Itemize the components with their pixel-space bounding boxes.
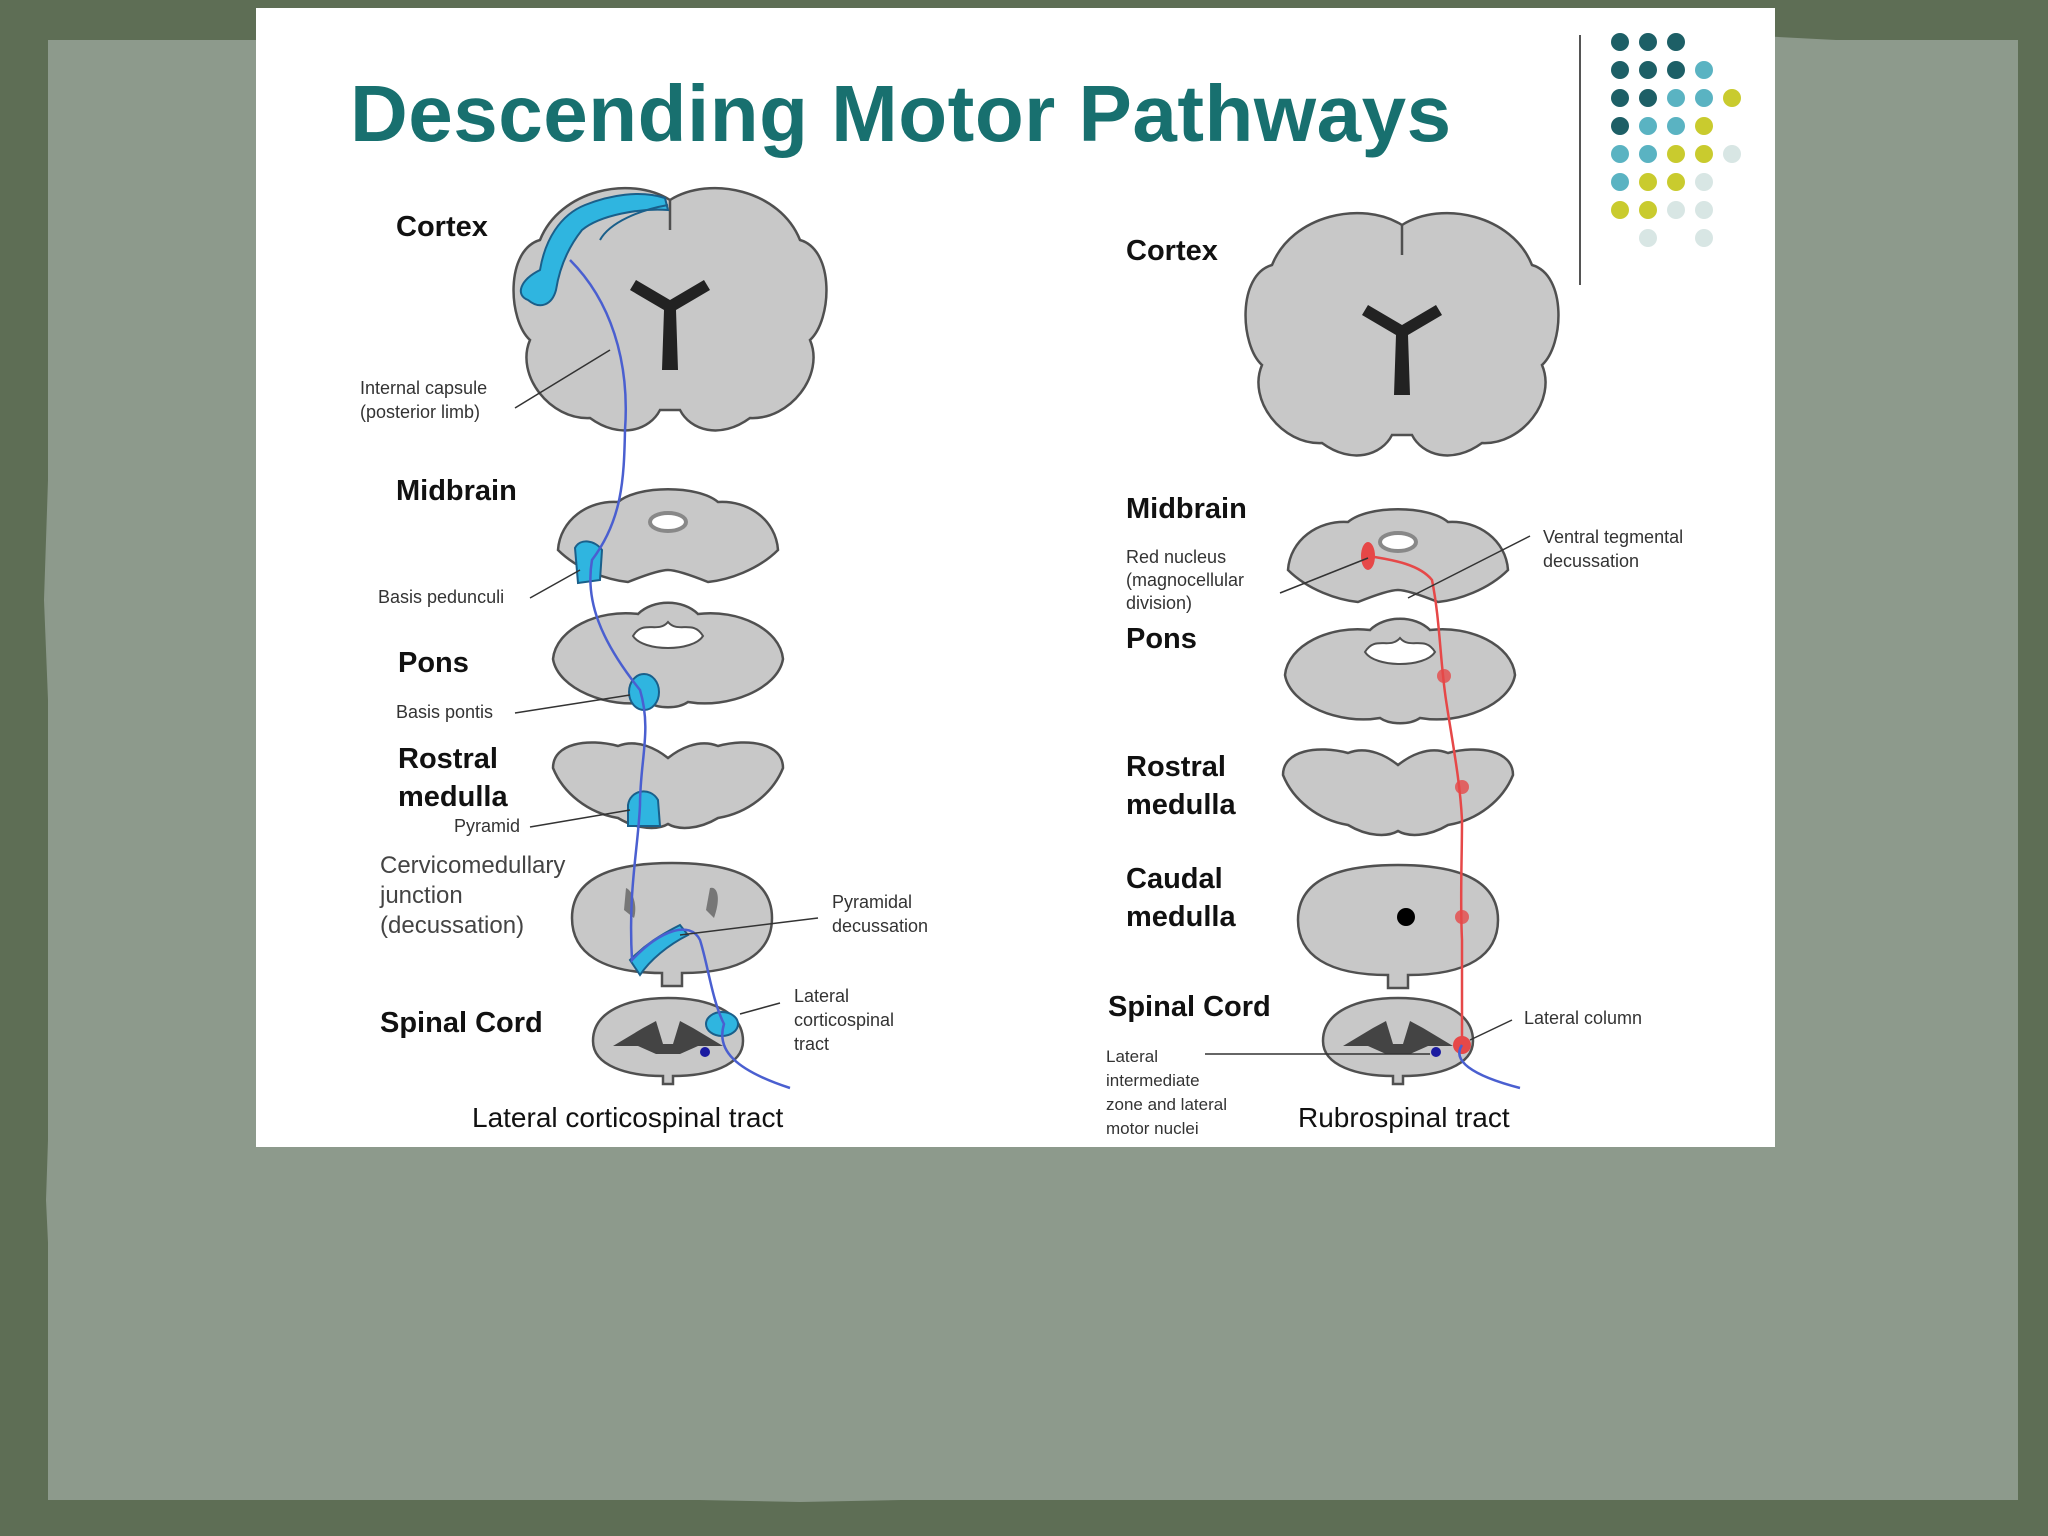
- annot-lateral-cst-1: Lateral: [794, 986, 849, 1006]
- annot-lateral-intermediate-2: intermediate: [1106, 1071, 1200, 1090]
- annot-ventral-tegmental-1: Ventral tegmental: [1543, 527, 1683, 547]
- annot-pyramidal-decussation-1: Pyramidal: [832, 892, 912, 912]
- right-midbrain-section: [1286, 507, 1510, 604]
- annot-lateral-intermediate-4: motor nuclei: [1106, 1119, 1199, 1138]
- right-level-rostral-medulla-1: Rostral: [1126, 751, 1226, 783]
- annot-lateral-intermediate-1: Lateral: [1106, 1047, 1158, 1066]
- left-rostral-medulla-section: [551, 741, 785, 830]
- annot-ventral-tegmental-2: decussation: [1543, 551, 1639, 571]
- right-level-spinal-cord: Spinal Cord: [1108, 991, 1271, 1023]
- annot-basis-pontis: Basis pontis: [396, 702, 493, 722]
- diagram-card: Cortex Midbrain Pons Rostral medulla Cer…: [256, 8, 1775, 1147]
- right-spinal-cord-section: [1321, 996, 1475, 1086]
- annot-lateral-cst-3: tract: [794, 1034, 829, 1054]
- annot-pyramidal-decussation-2: decussation: [832, 916, 928, 936]
- right-pathway-line: [1367, 554, 1464, 1045]
- left-level-cervicomedullary-1: Cervicomedullary: [380, 852, 565, 879]
- annot-internal-capsule-2: (posterior limb): [360, 402, 480, 422]
- annot-lateral-intermediate-3: zone and lateral: [1106, 1095, 1227, 1114]
- annot-lateral-cst-2: corticospinal: [794, 1010, 894, 1030]
- left-motor-cortex-band: [519, 193, 670, 307]
- leader-lines: [514, 349, 1531, 1055]
- right-level-caudal-medulla-2: medulla: [1126, 901, 1236, 933]
- left-spinal-cord-section: [591, 996, 745, 1086]
- left-caption: Lateral corticospinal tract: [472, 1102, 783, 1133]
- annot-lateral-column: Lateral column: [1524, 1008, 1642, 1028]
- left-level-midbrain: Midbrain: [396, 475, 517, 507]
- left-level-pons: Pons: [398, 647, 469, 679]
- pathway-diagram: Cortex Midbrain Pons Rostral medulla Cer…: [360, 35, 1683, 1138]
- right-rostral-medulla-section: [1281, 748, 1515, 837]
- left-level-spinal-cord: Spinal Cord: [380, 1007, 543, 1039]
- annot-red-nucleus-2: (magnocellular: [1126, 570, 1244, 590]
- right-level-midbrain: Midbrain: [1126, 493, 1247, 525]
- left-level-cortex: Cortex: [396, 211, 488, 243]
- right-caudal-medulla-section: [1296, 863, 1500, 990]
- right-cortex-section: [1244, 211, 1560, 457]
- annot-internal-capsule-1: Internal capsule: [360, 378, 487, 398]
- left-level-rostral-medulla-1: Rostral: [398, 743, 498, 775]
- right-level-rostral-medulla-2: medulla: [1126, 789, 1236, 821]
- left-level-cervicomedullary-2: junction: [379, 882, 463, 909]
- left-pons-section: [551, 601, 785, 709]
- annot-red-nucleus-1: Red nucleus: [1126, 547, 1226, 567]
- left-pathway-line: [569, 259, 791, 1090]
- right-level-caudal-medulla-1: Caudal: [1126, 863, 1223, 895]
- annot-basis-pedunculi: Basis pedunculi: [378, 587, 504, 607]
- right-pons-section: [1283, 617, 1517, 725]
- slide-title: Descending Motor Pathways: [350, 69, 1452, 158]
- left-level-cervicomedullary-3: (decussation): [380, 912, 524, 939]
- annot-pyramid: Pyramid: [454, 816, 520, 836]
- right-level-pons: Pons: [1126, 623, 1197, 655]
- left-cervicomedullary-section: [570, 861, 774, 988]
- annot-red-nucleus-3: division): [1126, 593, 1192, 613]
- right-level-cortex: Cortex: [1126, 235, 1218, 267]
- left-level-rostral-medulla-2: medulla: [398, 781, 508, 813]
- right-caption: Rubrospinal tract: [1298, 1102, 1510, 1133]
